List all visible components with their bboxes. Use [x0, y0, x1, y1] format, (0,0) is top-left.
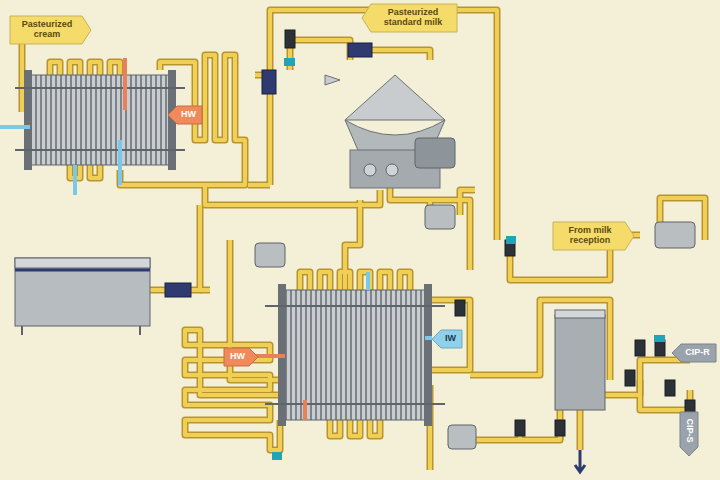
tag-label: CIP-S — [684, 418, 694, 443]
plate-heat-exchanger — [255, 272, 445, 426]
tag-label: CIP-R — [685, 348, 710, 358]
tag-label: HW — [230, 352, 245, 362]
tag-label: IW — [445, 334, 456, 344]
product-outlet-tag: Pasteurized cream — [10, 16, 91, 44]
arrow-tag-outline — [362, 4, 457, 32]
tag-label: Pasteurized cream — [16, 20, 78, 40]
valve — [285, 30, 695, 436]
product-inlet-tag: From milk reception — [553, 222, 634, 250]
storage-tank — [555, 310, 605, 410]
inline-filter — [165, 43, 372, 297]
tag-label: Pasteurized standard milk — [375, 8, 451, 28]
media-tag: HW — [224, 348, 258, 366]
cip-tag: CIP-S — [680, 412, 698, 456]
arrow-tag-outline — [10, 16, 91, 44]
tag-label: From milk reception — [559, 226, 621, 246]
pipework — [22, 10, 705, 470]
arrow-tag-outline — [680, 412, 698, 456]
media-tag: IW — [432, 330, 462, 348]
centrifugal-separator — [325, 75, 455, 188]
drain — [575, 450, 585, 472]
tag-label: HW — [181, 110, 196, 120]
arrow-tag-outline — [168, 106, 202, 124]
arrow-tag-outline — [432, 330, 462, 348]
plate-heat-exchanger — [0, 58, 196, 195]
balance-tank — [15, 258, 150, 335]
product-outlet-tag: Pasteurized standard milk — [362, 4, 457, 32]
arrow-tag-outline — [224, 348, 258, 366]
arrow-tag-outline — [672, 344, 716, 362]
centrifugal-pump — [255, 205, 695, 449]
pipework — [22, 10, 705, 470]
arrow-tag-outline — [553, 222, 634, 250]
valve-actuator — [272, 58, 665, 460]
media-tag: HW — [168, 106, 202, 124]
cip-tag: CIP-R — [672, 344, 716, 362]
